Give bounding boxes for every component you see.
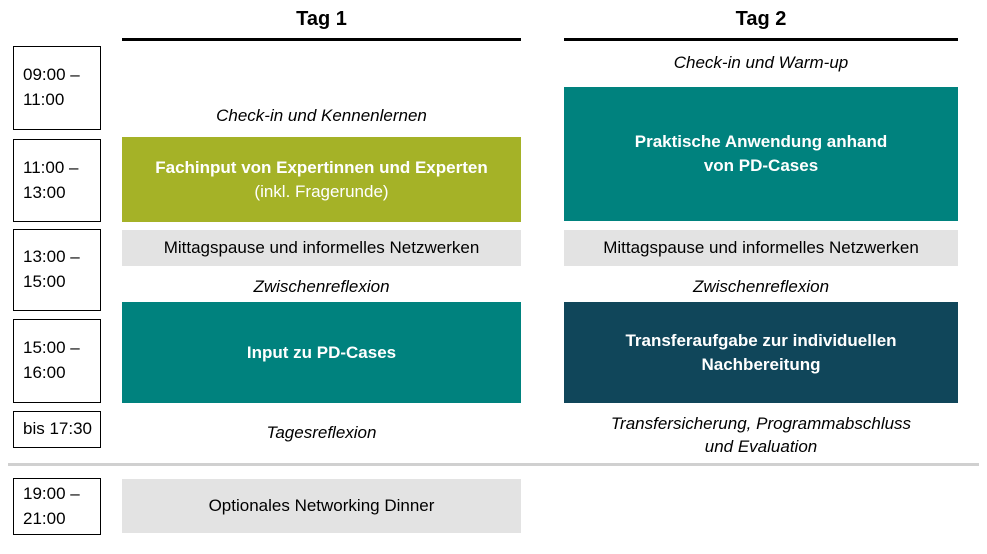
- event-fachinput-subtitle: (inkl. Fragerunde): [254, 181, 389, 201]
- event-checkin-warmup: Check-in und Warm-up: [673, 53, 849, 72]
- event-praktische-anwendung-block: Praktische Anwendung anhand von PD-Cases: [564, 87, 958, 221]
- time-slot-1500-1600: 15:00 – 16:00: [13, 319, 101, 403]
- time-slot-1100-1300: 11:00 – 13:00: [13, 139, 101, 222]
- day1-header-underline: [122, 38, 521, 41]
- event-input-pd-cases-block: Input zu PD-Cases: [122, 302, 521, 403]
- event-mittagspause-day1: Mittagspause und informelles Netzwerken: [122, 230, 521, 266]
- event-zwischenreflexion-day1: Zwischenreflexion: [253, 277, 390, 296]
- time-slot-0900-1100: 09:00 – 11:00: [13, 46, 101, 130]
- event-mittagspause-day1-label: Mittagspause und informelles Netzwerken: [163, 237, 480, 257]
- bottom-divider: [8, 463, 979, 466]
- event-transferaufgabe-block: Transferaufgabe zur individuellen Nachbe…: [564, 302, 958, 403]
- event-fachinput-block: Fachinput von Expertinnen und Experten (…: [122, 137, 521, 222]
- event-networking-dinner: Optionales Networking Dinner: [122, 479, 521, 533]
- day2-header: Tag 2: [735, 8, 787, 30]
- time-slot-1900-2100: 19:00 – 21:00: [13, 478, 101, 535]
- time-slot-1300-1500: 13:00 – 15:00: [13, 229, 101, 311]
- event-tagesreflexion: Tagesreflexion: [266, 423, 377, 442]
- event-mittagspause-day2-label: Mittagspause und informelles Netzwerken: [603, 237, 919, 257]
- event-input-pd-cases-title: Input zu PD-Cases: [246, 342, 397, 362]
- event-transferaufgabe-title: Transferaufgabe zur individuellen Nachbe…: [625, 330, 897, 374]
- day2-header-underline: [564, 38, 958, 41]
- time-slot-bis-1730: bis 17:30: [13, 411, 101, 448]
- event-praktische-anwendung-title: Praktische Anwendung anhand von PD-Cases: [634, 132, 888, 175]
- event-mittagspause-day2: Mittagspause und informelles Netzwerken: [564, 230, 958, 266]
- event-transfersicherung: Transfersicherung, Programmabschluss und…: [610, 414, 912, 456]
- day1-header: Tag 1: [296, 8, 347, 30]
- event-zwischenreflexion-day2: Zwischenreflexion: [692, 277, 830, 296]
- event-networking-dinner-label: Optionales Networking Dinner: [208, 495, 435, 515]
- event-fachinput-title: Fachinput von Expertinnen und Experten: [155, 157, 488, 177]
- event-checkin-kennenlernen: Check-in und Kennenlernen: [216, 106, 427, 125]
